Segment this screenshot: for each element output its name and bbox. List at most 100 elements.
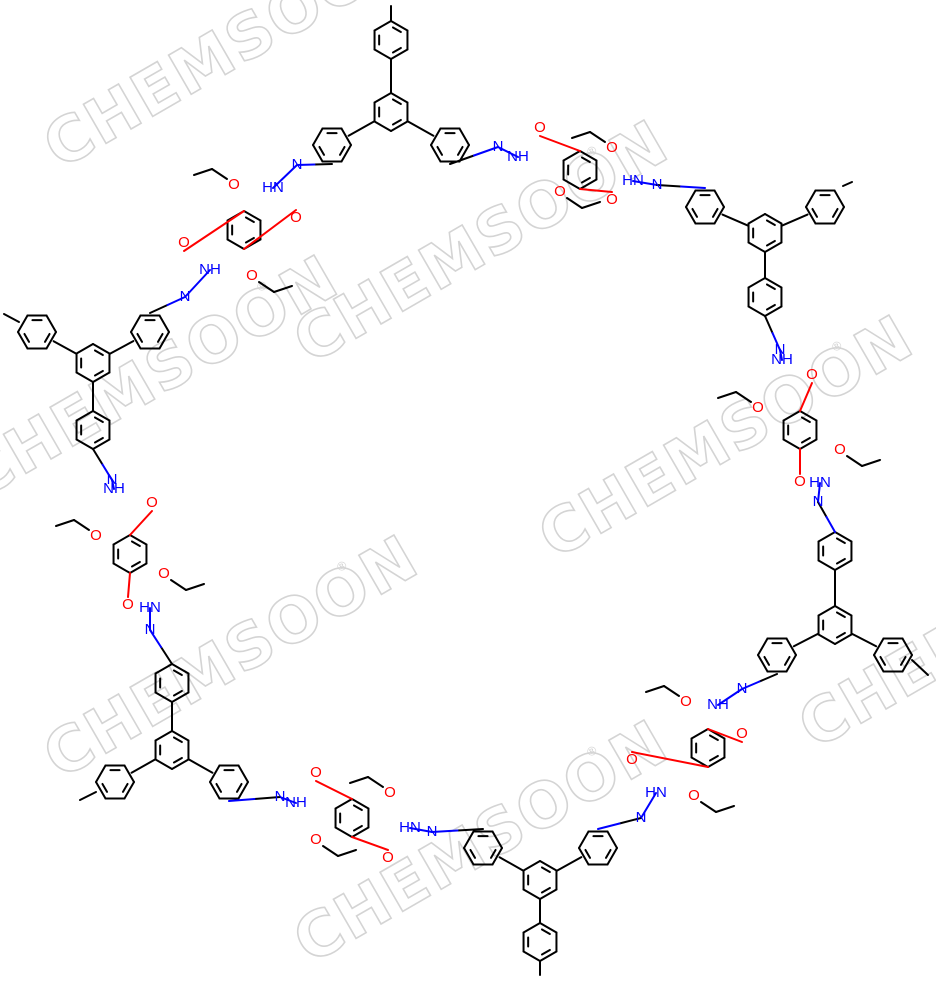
linker-ring-3-double [708,734,719,742]
phenyl-ring-5-0-double [43,332,51,343]
phenyl-ring-1-0-double [691,207,699,218]
phenyl-ring-4-0-edge [154,663,173,675]
phenyl-ring-0-1-edge [340,127,352,146]
ethyl-bond [55,519,75,527]
methine-bond [764,315,774,334]
linker-ring-4-double [352,824,363,832]
biaryl-bond [347,120,376,137]
ethyl-bond [645,685,665,693]
phenyl-ring-2-2-edge [901,637,913,656]
imine-double-bond [597,822,621,830]
methine-bond [160,646,173,665]
phenyl-ring-4-1-edge [95,764,107,783]
carbonyl-bond [129,510,153,536]
core-ring-0-edge [390,120,409,132]
imine-double-bond [166,296,186,306]
core-ring-1-edge [764,241,783,253]
carbonyl-oxygen: O [178,234,190,251]
carbonyl-oxygen: O [382,849,394,866]
phenyl-ring-2-1-edge [757,637,769,656]
ethyl-bond [571,131,591,139]
n-n-bond [632,180,658,186]
n-n-bond [272,164,298,189]
phenyl-ring-0-1-edge [312,127,324,146]
carbonyl-bond [315,780,353,800]
phenyl-ring-3-0-edge [463,847,475,866]
phenyl-ring-5-1-edge [158,314,170,333]
ethyl-bond [73,519,90,531]
ether-oxygen: O [688,787,700,804]
core-ring-5-edge [92,371,111,383]
methine-bond [149,304,169,314]
carbonyl-bond [539,135,581,152]
framework-extension-bond [79,791,97,801]
carbonyl-bond [579,188,613,193]
core-ring-0-edge [373,92,392,104]
ethyl-bond [715,805,735,813]
linker-ring-3-double [708,754,719,762]
watermark-text: CHEMSOON [31,520,431,793]
ethyl-bond [589,131,606,143]
ethyl-bond [717,391,737,399]
carbonyl-bond [631,751,709,768]
linker-ring-1-double [580,176,591,184]
phenyl-ring-4-2-edge [209,781,221,800]
phenyl-ring-4-2-double [235,782,243,793]
hydrazide-nh: NH [199,261,221,278]
imine-nitrogen: N [275,788,286,805]
phenyl-ring-0-1-double [318,145,326,156]
imine-nitrogen: N [493,138,504,155]
imine-nitrogen: N [145,621,156,638]
phenyl-ring-5-2-edge [75,438,94,450]
phenyl-ring-4-1-edge [123,781,135,800]
phenyl-ring-5-2-double [93,436,104,444]
phenyl-ring-4-0-edge [154,691,173,703]
phenyl-ring-5-2-edge [92,410,111,422]
linker-ring-0-edge [243,210,262,222]
n-n-bond [111,479,115,490]
hydrazide-nh: NH [507,148,529,165]
phenyl-ring-4-0-double [172,689,183,697]
phenyl-ring-3-2-edge [522,950,541,962]
carbonyl-oxygen: O [794,473,806,490]
phenyl-ring-1-1-edge [833,189,845,208]
ether-oxygen: O [834,441,846,458]
methine-bond [758,673,778,683]
biaryl-bond [52,340,78,355]
core-ring-2-edge [834,633,853,645]
phenyl-ring-4-2-edge [237,764,249,783]
hydrazide-nh: HN [139,599,161,616]
biaryl-bond [187,758,214,774]
ethyl-bond [735,391,752,403]
core-ring-2-double [835,631,846,639]
phenyl-ring-4-0-edge [171,663,190,675]
methine-bond [456,828,484,832]
biaryl-bond [555,856,583,872]
phenyl-ring-0-0-edge [373,20,392,32]
phenyl-ring-3-1-double [584,848,592,859]
imine-nitrogen: N [180,288,191,305]
ethyl-bond [170,579,187,591]
n-n-bond [817,482,821,503]
phenyl-ring-4-1-double [121,782,129,793]
phenyl-ring-2-0-edge [817,559,836,571]
biaryl-bond [406,120,435,137]
phenyl-ring-0-1-edge [340,144,352,163]
core-ring-3-edge [522,888,541,900]
methine-bond [92,448,104,466]
watermark-text: CHEMSOON [786,490,936,763]
linker-ring-5-double [130,540,141,548]
core-ring-5-double [93,369,104,377]
imine-double-bond [296,163,316,166]
core-ring-1-edge [764,213,783,225]
phenyl-ring-2-2-edge [901,654,913,673]
ethyl-bond [861,459,881,467]
phenyl-ring-2-0-double [835,557,846,565]
hydrazide-nh: HN [262,179,284,196]
carbonyl-bond [707,728,743,743]
phenyl-ring-4-2-double [215,782,223,793]
n-n-bond [640,792,657,819]
carbonyl-bond [243,209,297,250]
core-ring-0-edge [373,120,392,132]
